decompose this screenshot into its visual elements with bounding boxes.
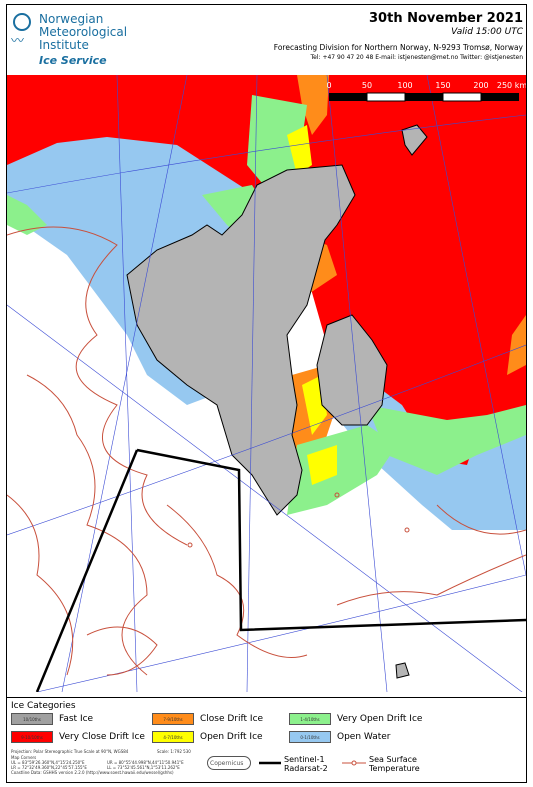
chart-date: 30th November 2021 (369, 11, 523, 26)
map-corner-ul: UL = 83°59'26.360"N,4°15'24.250"E (11, 760, 85, 765)
sst-label-line2: Temperature (369, 764, 420, 773)
scale-label: 0 (326, 81, 331, 90)
chart-header: 〰 Norwegian Meteorological Institute Ice… (7, 5, 526, 75)
sentinel-label-line2: Radarsat-2 (284, 764, 328, 773)
open-drift-ice-area (307, 445, 337, 485)
open-water-label: Open Water (337, 732, 391, 742)
met-logo-wave-icon: 〰 (11, 34, 25, 49)
scale-label: 250 km (497, 81, 526, 90)
very-close-drift-ice-label: Very Close Drift Ice (59, 732, 145, 742)
sentinel-radarsat-coverage (35, 448, 526, 692)
map-corners-title: Map Corners (11, 755, 37, 760)
sentinel-label-line1: Sentinel-1 (284, 755, 325, 764)
sst-isotherms (7, 226, 526, 676)
very-open-drift-ice-area (287, 425, 397, 515)
institute-name-line1: Norwegian (39, 12, 104, 26)
scale-bar: 0 50 100 150 200 250 km (326, 81, 526, 102)
projection-text: Projection: Polar Stereographic True Sca… (11, 749, 129, 754)
small-island-land (401, 124, 428, 156)
copernicus-logo-text: Copernicus (210, 760, 244, 767)
copernicus-logo: Copernicus (207, 756, 251, 770)
ice-chart-frame: 〰 Norwegian Meteorological Institute Ice… (6, 4, 527, 783)
scale-label: 150 (435, 81, 450, 90)
sst-line-icon (342, 760, 366, 766)
institute-name-line2: Meteorological (39, 25, 128, 39)
met-logo-ring-icon (13, 13, 31, 31)
open-drift-ice-area (287, 125, 312, 175)
map-corner-ll: LL = 73°52'45.561"N,1°53'11.262"E (107, 765, 180, 770)
fast-ice-label: Fast Ice (59, 714, 94, 724)
ice-map[interactable]: 0 50 100 150 200 250 km (7, 75, 526, 692)
very-open-drift-ice-area (367, 405, 526, 475)
ice-categories-legend: Ice Categories 10/10ths Fast Ice 7-9/10t… (7, 697, 526, 782)
institute-name-line3: Institute (39, 38, 89, 52)
svalbard-spitsbergen-land (126, 164, 356, 516)
map-corner-lr: LR = 72°32'49.360"N,22°45'57.155"E (11, 765, 87, 770)
fast-ice-swatch: 10/10ths (11, 713, 53, 725)
sst-label-line1: Sea Surface (369, 755, 417, 764)
open-drift-ice-swatch: 4-7/10ths (152, 731, 194, 743)
graticule (7, 75, 526, 692)
coastline-source: Coastline Data: GSHHS version 2.2.0 (htt… (11, 770, 174, 775)
small-island-land (395, 662, 410, 679)
forecasting-division: Forecasting Division for Northern Norway… (273, 43, 523, 52)
open-drift-ice-label: Open Drift Ice (200, 732, 263, 742)
very-close-drift-ice-swatch: 9-10/10ths (11, 731, 53, 743)
very-close-drift-ice-area (297, 195, 526, 465)
close-drift-ice-area (297, 75, 329, 135)
close-drift-ice-swatch: 7-9/10ths (152, 713, 194, 725)
very-open-drift-ice-label: Very Open Drift Ice (337, 714, 423, 724)
svalbard-nordaustlandet-land (316, 314, 388, 426)
sentinel-line-icon (259, 761, 281, 765)
contact-info: Tel: +47 90 47 20 48 E-mail: istjenesten… (310, 54, 523, 61)
open-water-swatch: 0-1/10ths (289, 731, 331, 743)
scale-text: Scale: 1:792 530 (157, 749, 191, 754)
scale-label: 100 (397, 81, 412, 90)
ice-service-label: Ice Service (39, 54, 107, 67)
map-corner-ur: UR = 80°55'44.998"N,44°11'50.941"E (107, 760, 184, 765)
very-open-drift-ice-area (7, 195, 47, 235)
scale-label: 50 (362, 81, 372, 90)
very-open-drift-ice-swatch: 1-4/10ths (289, 713, 331, 725)
scale-label: 200 (473, 81, 488, 90)
close-drift-ice-label: Close Drift Ice (200, 714, 264, 724)
legend-title: Ice Categories (11, 701, 76, 711)
valid-time: Valid 15:00 UTC (451, 27, 523, 37)
close-drift-ice-area (507, 315, 526, 375)
